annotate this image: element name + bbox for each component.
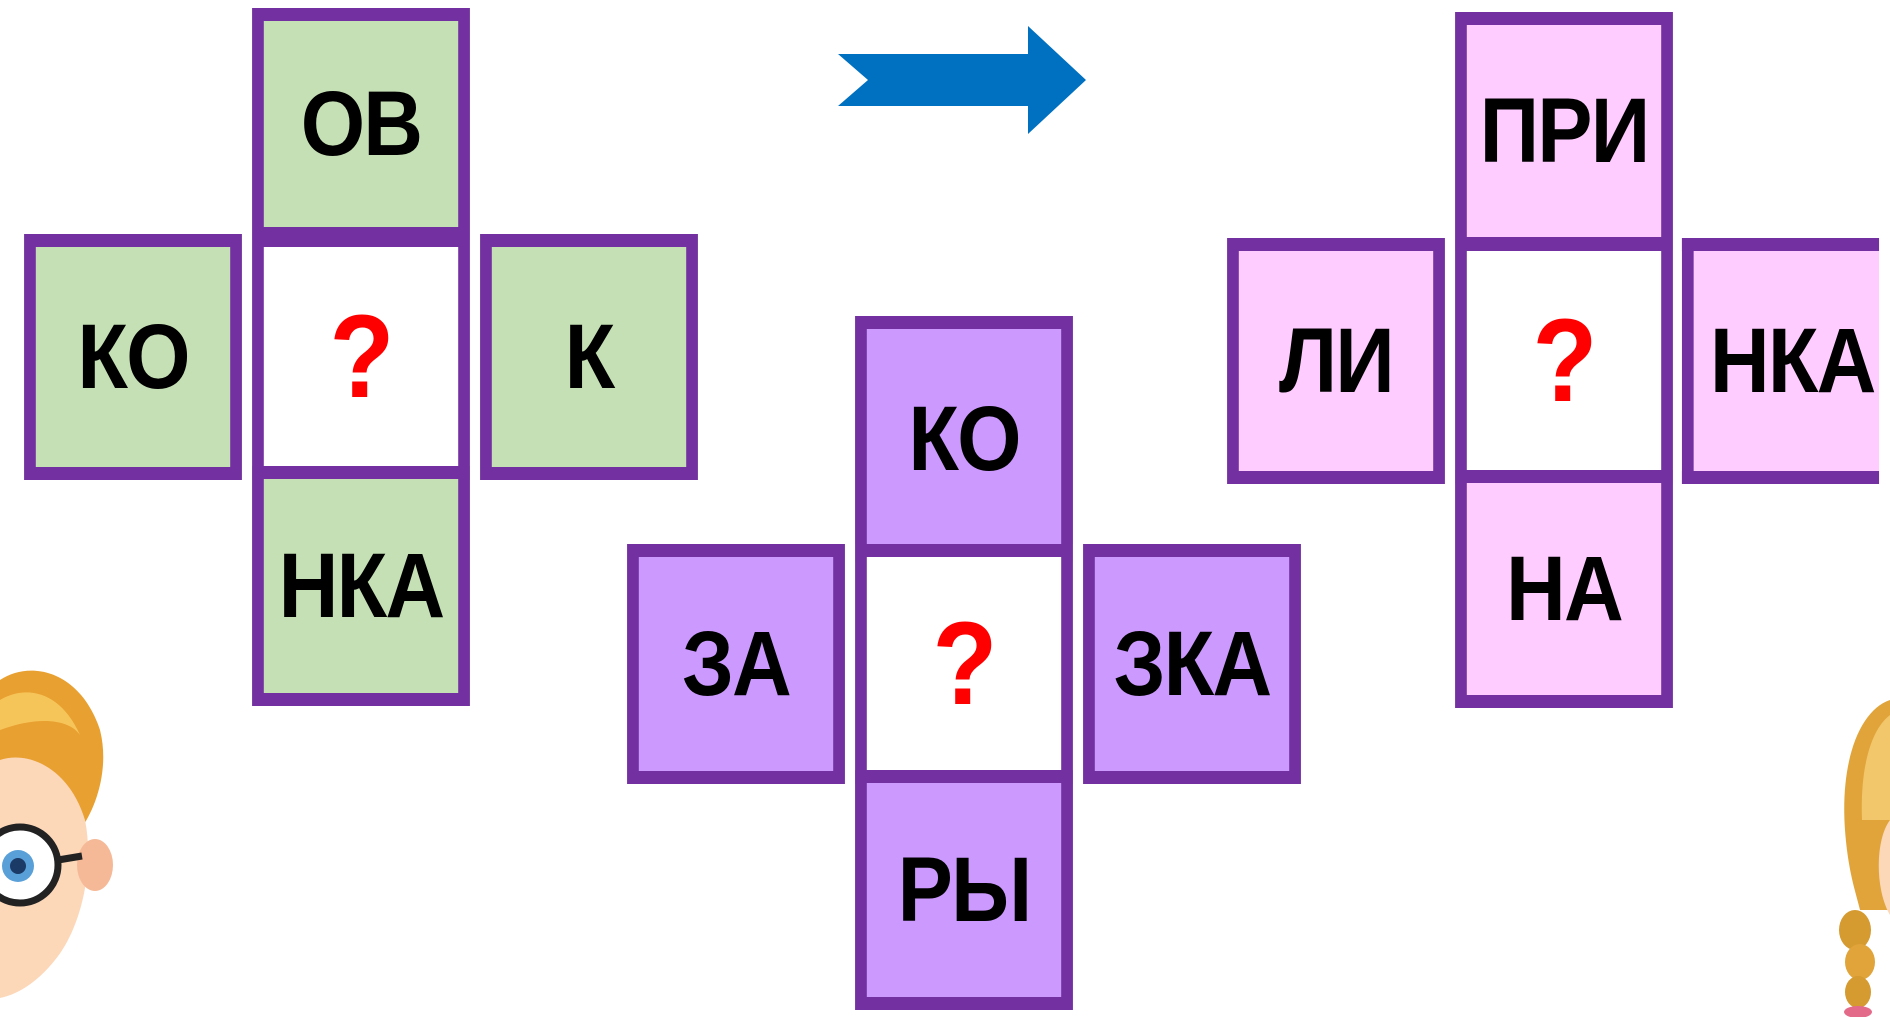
puzzle-3-question-mark: ? <box>1532 295 1597 427</box>
puzzle-3-right-cell: НКА <box>1681 238 1880 484</box>
puzzle-2-top-text: КО <box>908 387 1021 490</box>
puzzle-2-bottom-cell: РЫ <box>855 770 1073 1010</box>
boy-with-glasses-icon <box>0 670 113 1017</box>
puzzle-2-top-cell: КО <box>855 316 1073 562</box>
puzzle-1-left-text: КО <box>77 305 190 408</box>
puzzle-3-bottom-text: НА <box>1505 537 1624 640</box>
puzzle-2-right-cell: ЗКА <box>1083 544 1301 784</box>
puzzle-3-top-cell: ПРИ <box>1455 12 1673 250</box>
arrow-right-icon <box>838 26 1086 134</box>
puzzle-1-bottom-text: НКА <box>278 534 446 637</box>
puzzle-2-question-mark: ? <box>932 598 997 730</box>
puzzle-1-left-cell: КО <box>24 234 242 480</box>
puzzle-1-right-text: К <box>564 305 616 408</box>
puzzle-1-question-mark: ? <box>329 291 394 423</box>
puzzle-2-center-cell: ? <box>855 544 1073 784</box>
girl-with-braid-icon <box>1839 700 1890 1017</box>
puzzle-1-top-text: ОВ <box>300 72 423 175</box>
puzzle-1-top-cell: ОВ <box>252 8 470 240</box>
puzzle-1-right-cell: К <box>480 234 698 480</box>
puzzle-2-bottom-text: РЫ <box>897 838 1032 941</box>
puzzle-3-left-text: ЛИ <box>1278 309 1395 412</box>
puzzle-3-right-text: НКА <box>1709 309 1877 412</box>
puzzle-1-bottom-cell: НКА <box>252 466 470 706</box>
puzzle-3-left-cell: ЛИ <box>1227 238 1445 484</box>
puzzle-1-center-cell: ? <box>252 234 470 480</box>
puzzle-2-right-text: ЗКА <box>1113 612 1273 715</box>
puzzle-3-bottom-cell: НА <box>1455 470 1673 708</box>
puzzle-2-left-text: ЗА <box>681 612 792 715</box>
puzzle-2-left-cell: ЗА <box>627 544 845 784</box>
puzzle-3-top-text: ПРИ <box>1479 79 1651 182</box>
puzzle-3-center-cell: ? <box>1455 238 1673 484</box>
